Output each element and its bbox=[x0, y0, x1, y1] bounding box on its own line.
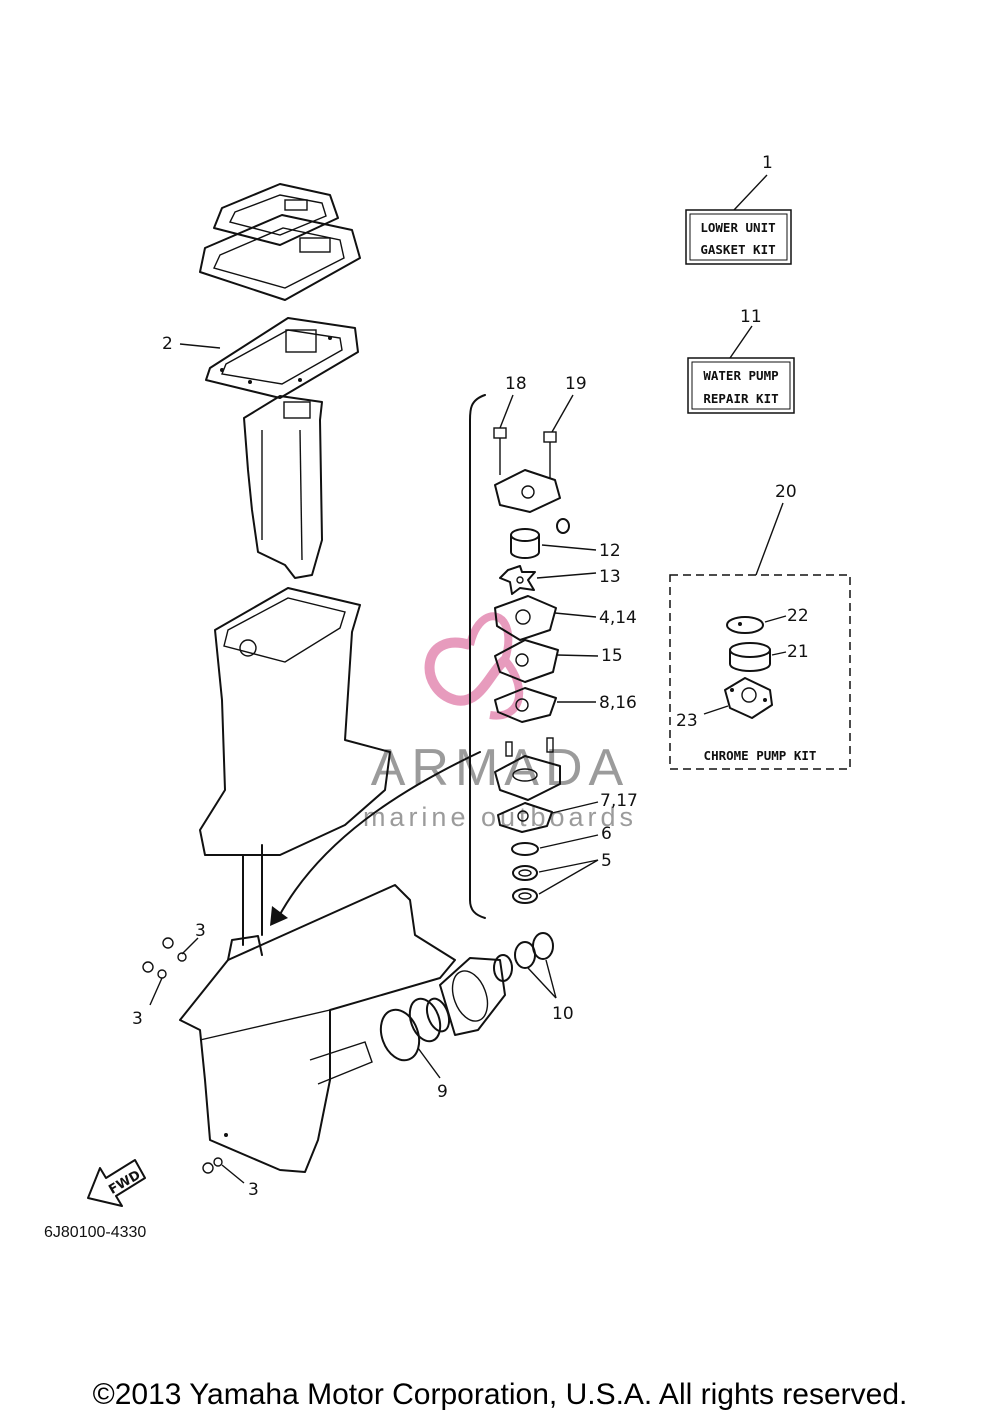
callout-3: 3 bbox=[248, 1180, 259, 1200]
callout-3: 3 bbox=[132, 1009, 143, 1029]
watermark-subtitle: marine outboards bbox=[363, 802, 637, 832]
callout-19: 19 bbox=[565, 374, 587, 394]
callout-22: 22 bbox=[787, 606, 809, 626]
kit-label-line2: REPAIR KIT bbox=[703, 391, 778, 406]
kit-label-line2: GASKET KIT bbox=[700, 242, 775, 257]
water-pump-assembly: 18 19 12 13 4,14 15 8,16 bbox=[469, 374, 638, 919]
callout-15: 15 bbox=[601, 646, 623, 666]
fwd-label: FWD bbox=[106, 1168, 143, 1198]
callout-18: 18 bbox=[505, 374, 527, 394]
callout-4-14: 4,14 bbox=[599, 608, 637, 628]
callout-11: 11 bbox=[740, 307, 762, 327]
callout-9: 9 bbox=[437, 1082, 448, 1102]
water-pump-repair-kit: 11 WATER PUMP REPAIR KIT bbox=[687, 307, 795, 414]
upper-gaskets: 2 bbox=[162, 183, 361, 399]
watermark: ARMADA marine outboards bbox=[363, 612, 637, 832]
callout-12: 12 bbox=[599, 541, 621, 561]
upper-casing bbox=[199, 587, 391, 946]
diagram-code: 6J80100-4330 bbox=[44, 1224, 146, 1241]
drain-bolts: 3 3 3 bbox=[132, 921, 259, 1200]
callout-10: 10 bbox=[552, 1004, 574, 1024]
callout-5: 5 bbox=[601, 851, 612, 871]
prop-shaft-housing: 9 10 bbox=[379, 932, 574, 1102]
lower-unit-gasket-kit: 1 LOWER UNIT GASKET KIT bbox=[685, 153, 792, 265]
callout-6: 6 bbox=[601, 824, 612, 844]
forward-arrow-icon: FWD bbox=[87, 1159, 146, 1207]
chrome-pump-kit-label: CHROME PUMP KIT bbox=[704, 748, 817, 763]
callout-2: 2 bbox=[162, 334, 173, 354]
callout-13: 13 bbox=[599, 567, 621, 587]
kit-label-line1: LOWER UNIT bbox=[700, 220, 775, 235]
callout-20: 20 bbox=[775, 482, 797, 502]
kit-label-line1: WATER PUMP bbox=[703, 368, 778, 383]
exhaust-guide bbox=[243, 395, 323, 579]
callout-21: 21 bbox=[787, 642, 809, 662]
callout-8-16: 8,16 bbox=[599, 693, 637, 713]
callout-7-17: 7,17 bbox=[600, 791, 638, 811]
chrome-pump-kit: 20 22 21 23 CHROME PUMP KIT bbox=[669, 482, 851, 770]
callout-1: 1 bbox=[762, 153, 773, 173]
callout-23: 23 bbox=[676, 711, 698, 731]
callout-3: 3 bbox=[195, 921, 206, 941]
lower-casing bbox=[179, 751, 481, 1173]
copyright-notice: ©2013 Yamaha Motor Corporation, U.S.A. A… bbox=[92, 1378, 908, 1411]
